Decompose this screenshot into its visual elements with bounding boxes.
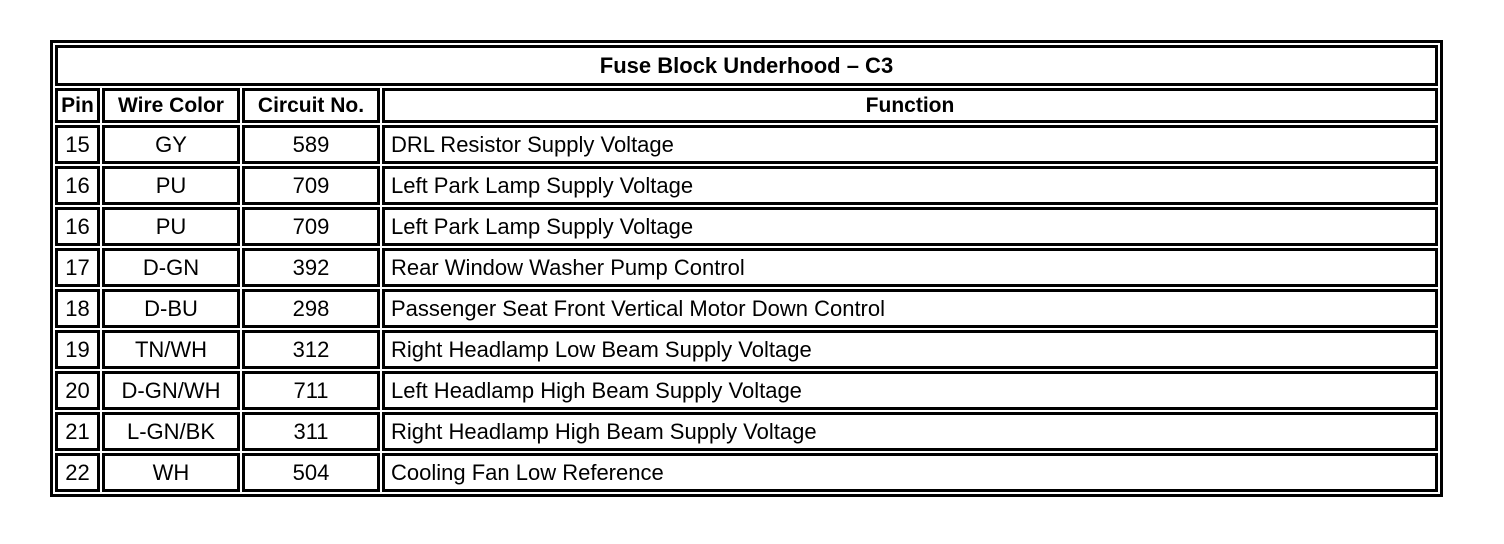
wire-color-cell: D-GN [102, 248, 240, 287]
circuit-no-cell: 298 [242, 289, 380, 328]
column-header-function: Function [382, 88, 1438, 123]
function-cell: Rear Window Washer Pump Control [382, 248, 1438, 287]
function-cell: Cooling Fan Low Reference [382, 453, 1438, 492]
wire-color-cell: PU [102, 207, 240, 246]
circuit-no-cell: 709 [242, 166, 380, 205]
circuit-no-cell: 589 [242, 125, 380, 164]
circuit-no-cell: 392 [242, 248, 380, 287]
function-cell: Passenger Seat Front Vertical Motor Down… [382, 289, 1438, 328]
title-row: Fuse Block Underhood – C3 [55, 45, 1438, 86]
wire-color-cell: D-BU [102, 289, 240, 328]
wire-color-cell: WH [102, 453, 240, 492]
pin-cell: 16 [55, 166, 100, 205]
table-row: 17 D-GN 392 Rear Window Washer Pump Cont… [55, 248, 1438, 287]
pin-cell: 15 [55, 125, 100, 164]
column-header-row: Pin Wire Color Circuit No. Function [55, 88, 1438, 123]
circuit-no-cell: 711 [242, 371, 380, 410]
function-cell: Left Headlamp High Beam Supply Voltage [382, 371, 1438, 410]
pin-cell: 21 [55, 412, 100, 451]
table-row: 15 GY 589 DRL Resistor Supply Voltage [55, 125, 1438, 164]
circuit-no-cell: 312 [242, 330, 380, 369]
wire-color-cell: D-GN/WH [102, 371, 240, 410]
fuse-block-table: Fuse Block Underhood – C3 Pin Wire Color… [50, 40, 1443, 497]
circuit-no-cell: 311 [242, 412, 380, 451]
table-row: 20 D-GN/WH 711 Left Headlamp High Beam S… [55, 371, 1438, 410]
circuit-no-cell: 709 [242, 207, 380, 246]
pin-cell: 17 [55, 248, 100, 287]
table-row: 19 TN/WH 312 Right Headlamp Low Beam Sup… [55, 330, 1438, 369]
function-cell: Left Park Lamp Supply Voltage [382, 166, 1438, 205]
function-cell: Right Headlamp High Beam Supply Voltage [382, 412, 1438, 451]
function-cell: Left Park Lamp Supply Voltage [382, 207, 1438, 246]
function-cell: Right Headlamp Low Beam Supply Voltage [382, 330, 1438, 369]
table-row: 18 D-BU 298 Passenger Seat Front Vertica… [55, 289, 1438, 328]
circuit-no-cell: 504 [242, 453, 380, 492]
column-header-wire-color: Wire Color [102, 88, 240, 123]
wire-color-cell: GY [102, 125, 240, 164]
column-header-pin: Pin [55, 88, 100, 123]
table-row: 16 PU 709 Left Park Lamp Supply Voltage [55, 166, 1438, 205]
table-title: Fuse Block Underhood – C3 [55, 45, 1438, 86]
pin-cell: 18 [55, 289, 100, 328]
table-row: 16 PU 709 Left Park Lamp Supply Voltage [55, 207, 1438, 246]
wire-color-cell: TN/WH [102, 330, 240, 369]
column-header-circuit-no: Circuit No. [242, 88, 380, 123]
table-row: 22 WH 504 Cooling Fan Low Reference [55, 453, 1438, 492]
function-cell: DRL Resistor Supply Voltage [382, 125, 1438, 164]
wire-color-cell: PU [102, 166, 240, 205]
fuse-block-table-container: Fuse Block Underhood – C3 Pin Wire Color… [50, 40, 1443, 497]
pin-cell: 22 [55, 453, 100, 492]
pin-cell: 20 [55, 371, 100, 410]
pin-cell: 19 [55, 330, 100, 369]
wire-color-cell: L-GN/BK [102, 412, 240, 451]
table-row: 21 L-GN/BK 311 Right Headlamp High Beam … [55, 412, 1438, 451]
pin-cell: 16 [55, 207, 100, 246]
